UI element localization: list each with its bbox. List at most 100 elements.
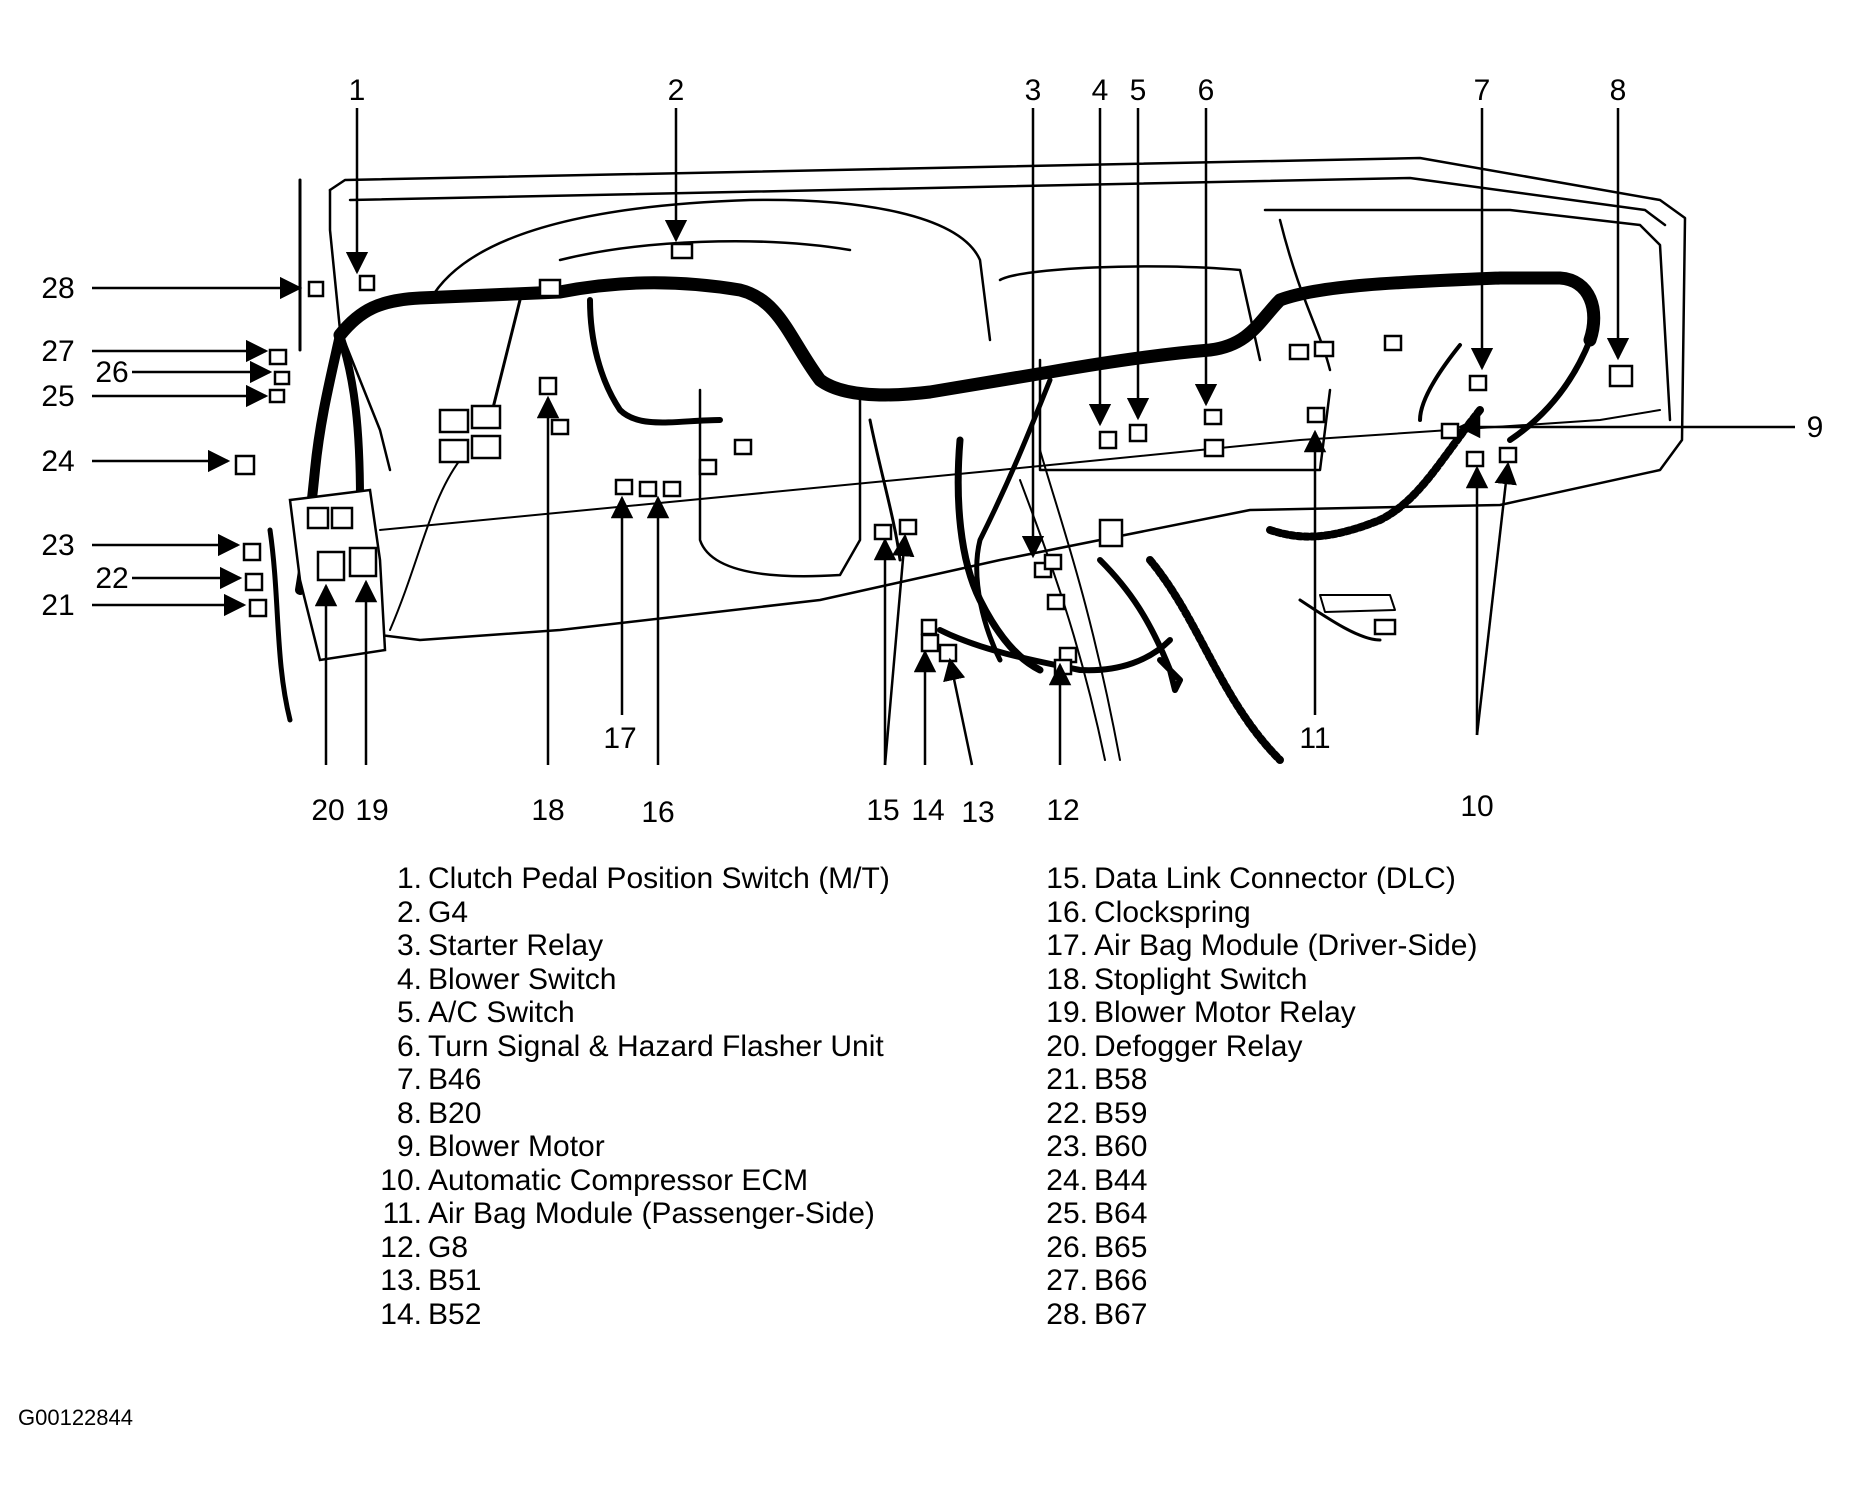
callout-18: 18 [531,794,564,827]
legend-number: 11. [382,1197,422,1230]
legend-label: Stoplight Switch [1094,962,1308,996]
legend-number: 4. [396,962,422,996]
legend-label: B64 [1094,1197,1148,1230]
legend-number: 20. [1046,1029,1088,1063]
legend-label: B65 [1094,1230,1148,1264]
callout-5: 5 [1130,74,1147,107]
legend-item: 28.B67 [1032,1298,1477,1332]
callout-24: 24 [41,445,74,478]
legend-item: 21.B58 [1032,1063,1477,1097]
legend-label: Blower Motor Relay [1094,996,1356,1029]
legend-label: G4 [428,895,469,929]
legend-item: 13.B51 [360,1264,890,1298]
legend-label: Blower Switch [428,962,617,996]
legend-number: 21. [1046,1063,1088,1096]
callout-6: 6 [1198,74,1215,107]
legend-number: 22. [1046,1096,1088,1130]
legend-item: 22.B59 [1032,1097,1477,1131]
legend-label: Automatic Compressor ECM [428,1163,809,1197]
legend-item: 1.Clutch Pedal Position Switch (M/T) [360,862,890,896]
callout-11: 11 [1299,722,1330,755]
legend-label: B46 [428,1063,482,1096]
legend-number: 3. [396,929,422,962]
callout-4: 4 [1092,74,1109,107]
callout-7: 7 [1474,74,1491,107]
legend-item: 6.Turn Signal & Hazard Flasher Unit [360,1030,890,1064]
legend-label: B60 [1094,1130,1148,1163]
legend-number: 5. [396,996,422,1029]
legend-number: 2. [396,895,422,929]
legend-number: 9. [396,1130,422,1163]
legend-item: 20.Defogger Relay [1032,1030,1477,1064]
legend-number: 10. [380,1163,422,1197]
legend-item: 9.Blower Motor [360,1130,890,1164]
legend-item: 27.B66 [1032,1264,1477,1298]
legend-label: B51 [428,1264,482,1297]
legend-label: Turn Signal & Hazard Flasher Unit [428,1029,884,1063]
callout-22: 22 [95,562,128,595]
callout-8: 8 [1610,74,1627,107]
legend-number: 13. [380,1264,422,1297]
callout-25: 25 [41,380,74,413]
callout-21: 21 [41,589,74,622]
legend-label: Blower Motor [428,1130,605,1163]
leader-lines [92,108,1795,766]
leader-15b [883,533,915,766]
legend-item: 23.B60 [1032,1130,1477,1164]
legend-number: 19. [1046,996,1088,1029]
legend-number: 24. [1046,1163,1088,1197]
legend-label: Clockspring [1094,895,1251,929]
legend-item: 12.G8 [360,1231,890,1265]
callout-27: 27 [41,335,74,368]
legend-label: G8 [428,1230,469,1264]
legend-item: 11.Air Bag Module (Passenger-Side) [360,1197,890,1231]
callout-15: 15 [866,794,899,827]
legend-item: 8.B20 [360,1097,890,1131]
callout-10: 10 [1460,790,1493,823]
legend-number: 15. [1046,862,1088,895]
legend-label: Clutch Pedal Position Switch (M/T) [428,862,890,895]
legend-number: 12. [380,1230,422,1264]
legend-number: 23. [1046,1130,1088,1163]
legend-item: 24.B44 [1032,1164,1477,1198]
callout-19: 19 [355,794,388,827]
legend-label: Data Link Connector (DLC) [1094,862,1456,895]
legend-number: 17. [1046,929,1088,962]
legend-label: Defogger Relay [1094,1029,1303,1063]
callout-28: 28 [41,272,74,305]
legend-number: 14. [380,1297,422,1331]
callout-23: 23 [41,529,74,562]
legend-label: Starter Relay [428,929,604,962]
legend-item: 3.Starter Relay [360,929,890,963]
legend-label: Air Bag Module (Passenger-Side) [428,1197,875,1230]
legend-item: 26.B65 [1032,1231,1477,1265]
figure-id: G00122844 [18,1405,133,1430]
legend-right: 15.Data Link Connector (DLC) 16.Clockspr… [1032,862,1477,1331]
legend-number: 28. [1046,1297,1088,1331]
callout-14: 14 [911,794,944,827]
legend-item: 18.Stoplight Switch [1032,963,1477,997]
legend-number: 8. [396,1096,422,1130]
callout-13: 13 [961,796,994,829]
callout-16: 16 [641,796,674,829]
callout-1: 1 [349,74,366,107]
legend-label: B66 [1094,1264,1148,1297]
legend-item: 14.B52 [360,1298,890,1332]
callout-12: 12 [1046,794,1079,827]
callout-26: 26 [95,356,128,389]
legend-item: 16.Clockspring [1032,896,1477,930]
legend-left: 1.Clutch Pedal Position Switch (M/T) 2.G… [360,862,890,1331]
callout-20: 20 [311,794,344,827]
legend-item: 2.G4 [360,896,890,930]
legend-number: 6. [396,1029,422,1063]
legend-item: 5.A/C Switch [360,996,890,1030]
legend-item: 25.B64 [1032,1197,1477,1231]
legend-number: 25. [1046,1197,1088,1230]
legend-label: Air Bag Module (Driver-Side) [1094,929,1478,962]
legend-item: 7.B46 [360,1063,890,1097]
legend-label: B67 [1094,1297,1148,1331]
callout-numbers: 1 2 3 4 5 6 7 8 9 10 11 12 13 14 15 16 1… [41,74,1823,829]
legend-number: 16. [1046,895,1088,929]
junction-block [288,404,502,662]
